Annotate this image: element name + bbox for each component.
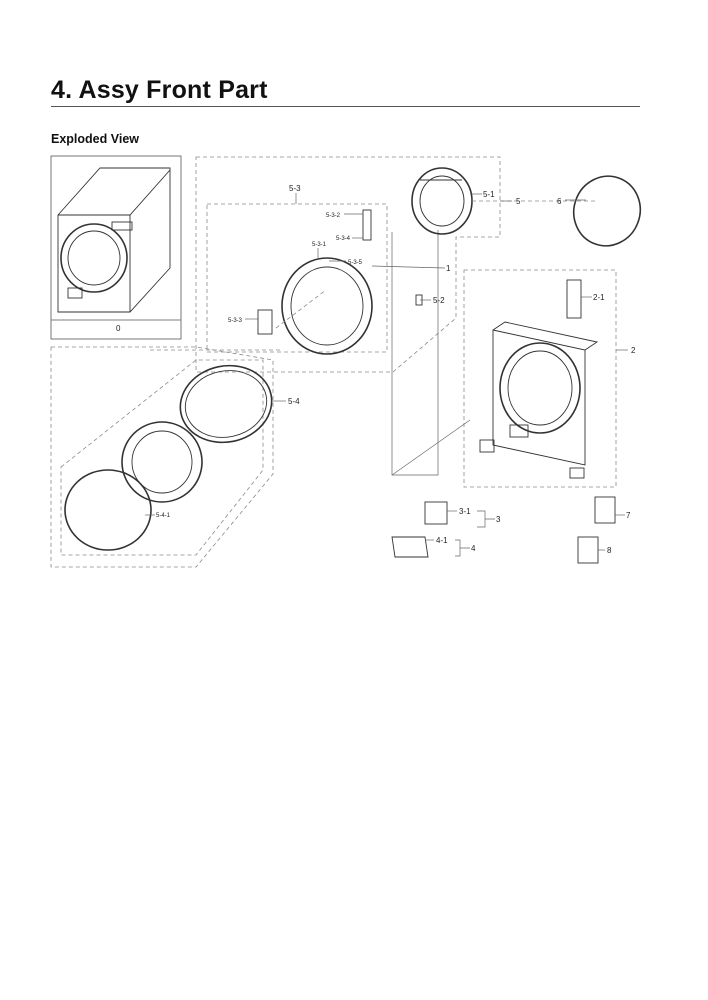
callout-5: 5 [516, 197, 521, 206]
callout-5-3-4: 5-3-4 [336, 236, 351, 242]
part-3-1-bracket [424, 501, 448, 525]
part-2-front-panel [479, 279, 599, 479]
assy-5-3-boundary [206, 203, 388, 353]
callout-5-2: 5-2 [433, 296, 445, 305]
assy-5-4-boundary [50, 346, 274, 568]
callout-7: 7 [626, 511, 631, 520]
part-5-1-door-frame [411, 167, 473, 235]
part-8-module [577, 536, 599, 564]
inset-appliance-view [50, 155, 182, 340]
callout-2: 2 [631, 346, 636, 355]
title-divider [51, 106, 640, 107]
page-title: 4. Assy Front Part [51, 76, 268, 104]
callout-5-4: 5-4 [288, 397, 300, 406]
callout-0: 0 [116, 324, 121, 333]
callout-8: 8 [607, 546, 612, 555]
callout-5-1: 5-1 [483, 190, 495, 199]
callout-5-3-1: 5-3-1 [312, 242, 327, 248]
callout-1: 1 [446, 264, 451, 273]
callout-3-1: 3-1 [459, 507, 471, 516]
callout-5-3-3: 5-3-3 [228, 318, 243, 324]
callout-5-4-1: 5-4-1 [156, 513, 171, 519]
callout-5-3-5: 5-3-5 [348, 260, 363, 266]
callout-5-3: 5-3 [289, 184, 301, 193]
callout-3: 3 [496, 515, 501, 524]
assy-5-boundary [195, 156, 501, 373]
section-subtitle: Exploded View [51, 132, 139, 146]
assy-2-boundary [463, 269, 617, 488]
part-7-module [594, 496, 616, 524]
callout-4-1: 4-1 [436, 536, 448, 545]
part-4-1-cover [391, 536, 429, 558]
part-5-3-ring [257, 209, 373, 355]
callout-2-1: 2-1 [593, 293, 605, 302]
callout-6: 6 [557, 197, 562, 206]
callout-4: 4 [471, 544, 476, 553]
callout-5-3-2: 5-3-2 [326, 213, 341, 219]
part-6-ring [572, 175, 642, 247]
part-5-4-door-glass [64, 364, 273, 551]
